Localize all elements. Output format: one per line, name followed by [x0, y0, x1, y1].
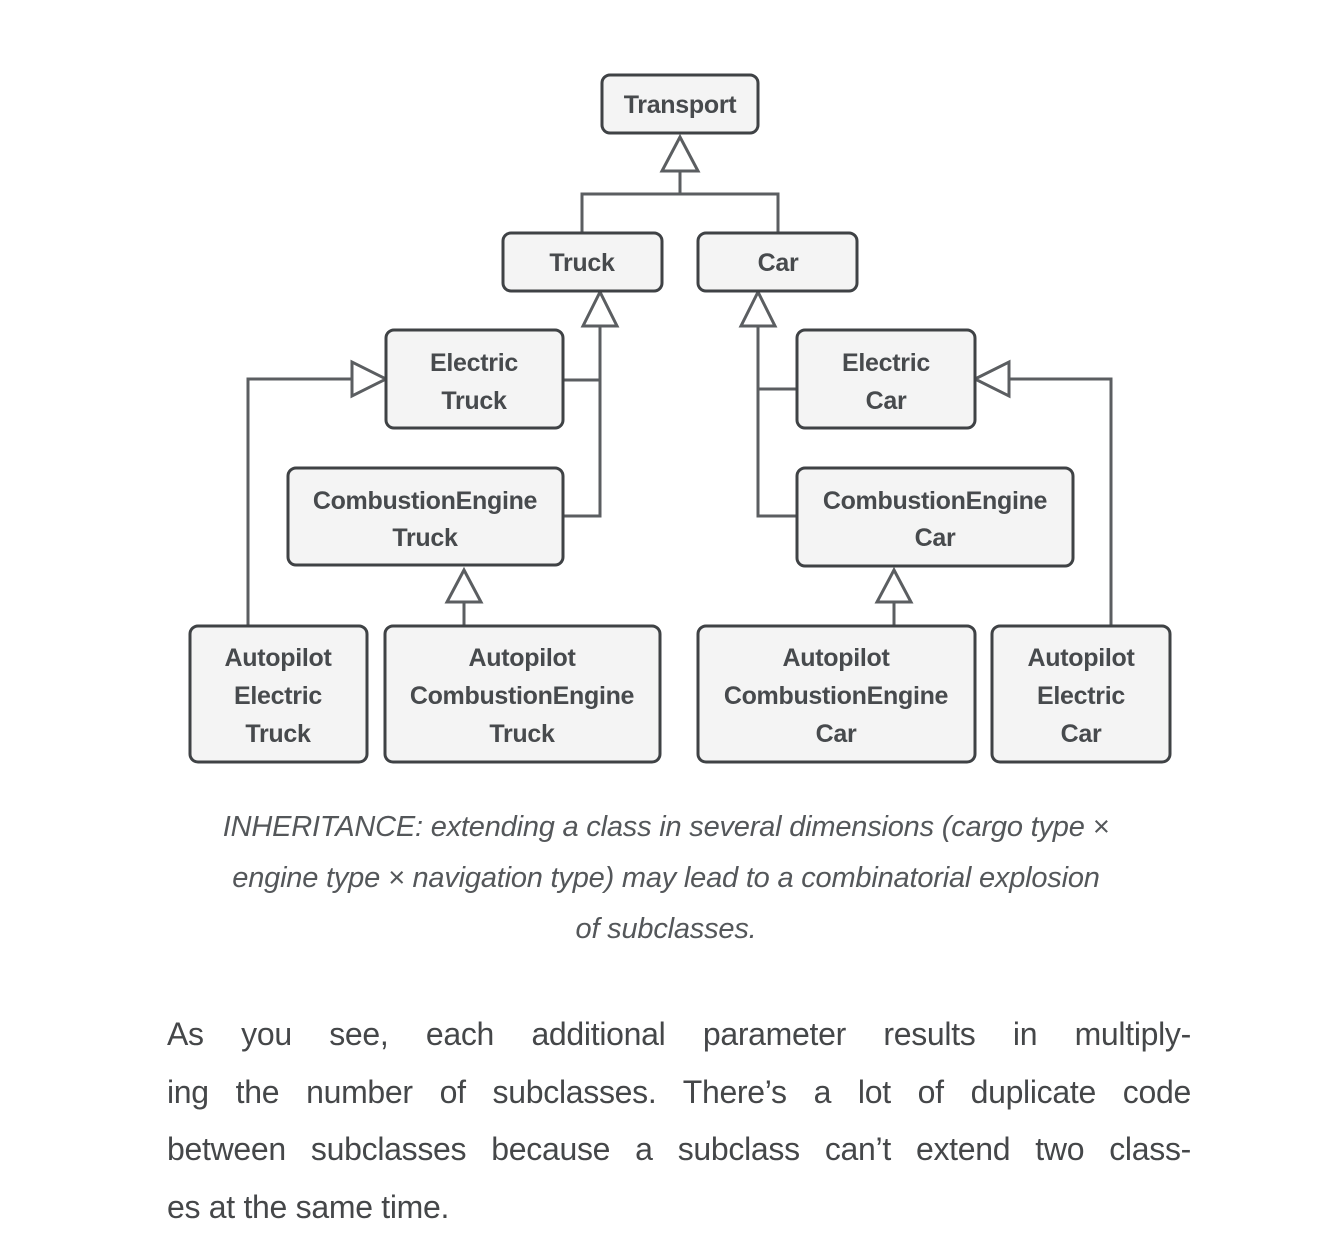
node-label: Car	[1061, 720, 1102, 748]
node-label: Truck	[549, 249, 615, 277]
node-label: Car	[866, 387, 907, 415]
inheritance-arrow-combustion-car	[874, 566, 914, 604]
caption-line: INHERITANCE: extending a class in severa…	[222, 811, 1110, 843]
body-paragraph: As you see, each additional parameter re…	[167, 1006, 1191, 1236]
node-label: Electric	[842, 349, 930, 377]
node-label: CombustionEngine	[313, 487, 538, 515]
paragraph-line: ing the number of subclasses. There’s a …	[167, 1073, 1191, 1110]
node-electric-truck: Electric Truck	[384, 328, 565, 430]
paragraph-line: es at the same time.	[167, 1188, 450, 1225]
node-label: CombustionEngine	[823, 487, 1048, 515]
inheritance-arrow-transport	[659, 133, 701, 173]
node-transport: Transport	[600, 73, 760, 135]
node-autopilot-electric-truck: Autopilot Electric Truck	[188, 624, 369, 764]
node-combustion-engine-car: CombustionEngine Car	[795, 466, 1075, 568]
connector-truck-children	[563, 326, 602, 518]
node-label: Autopilot	[469, 644, 577, 672]
inheritance-diagram: Transport Truck Car Electric Truck Combu…	[188, 73, 1172, 764]
node-label: CombustionEngine	[724, 682, 949, 710]
connector-autopilot-electric-truck	[246, 377, 352, 626]
caption-line: of subclasses.	[575, 913, 757, 945]
node-label: Car	[758, 249, 799, 277]
node-electric-car: Electric Car	[795, 328, 977, 430]
node-label: Car	[816, 720, 857, 748]
node-label: Electric	[234, 682, 322, 710]
node-label: Autopilot	[1028, 644, 1136, 672]
inheritance-arrow-electric-car	[971, 359, 1011, 399]
connector-car-children	[756, 326, 797, 518]
node-autopilot-combustion-engine-car: Autopilot CombustionEngine Car	[696, 624, 977, 764]
inheritance-arrow-car	[738, 288, 778, 328]
node-label: Electric	[430, 349, 518, 377]
node-label: Autopilot	[225, 644, 333, 672]
connector-autopilot-electric-car	[1009, 377, 1113, 626]
node-label: Truck	[245, 720, 311, 748]
inheritance-arrow-truck	[580, 288, 620, 328]
paragraph-line: between subclasses because a subclass ca…	[167, 1131, 1191, 1167]
node-label: Car	[915, 524, 956, 552]
inheritance-arrow-electric-truck	[350, 359, 390, 399]
node-autopilot-electric-car: Autopilot Electric Car	[990, 624, 1172, 764]
node-combustion-engine-truck: CombustionEngine Truck	[286, 466, 565, 567]
connector-transport-split	[580, 171, 780, 233]
node-label: Truck	[489, 720, 555, 748]
node-label: CombustionEngine	[410, 682, 635, 710]
node-label: Electric	[1037, 682, 1125, 710]
figure-caption: INHERITANCE: extending a class in severa…	[0, 802, 1332, 955]
node-label: Truck	[392, 524, 458, 552]
node-autopilot-combustion-engine-truck: Autopilot CombustionEngine Truck	[383, 624, 662, 764]
inheritance-arrow-combustion-truck	[444, 566, 484, 604]
caption-line: engine type × navigation type) may lead …	[232, 862, 1100, 894]
paragraph-line: As you see, each additional parameter re…	[167, 1016, 1191, 1052]
node-car: Car	[696, 231, 859, 293]
node-label: Truck	[441, 387, 507, 415]
node-truck: Truck	[501, 231, 664, 293]
node-label: Transport	[624, 91, 738, 119]
node-label: Autopilot	[783, 644, 891, 672]
